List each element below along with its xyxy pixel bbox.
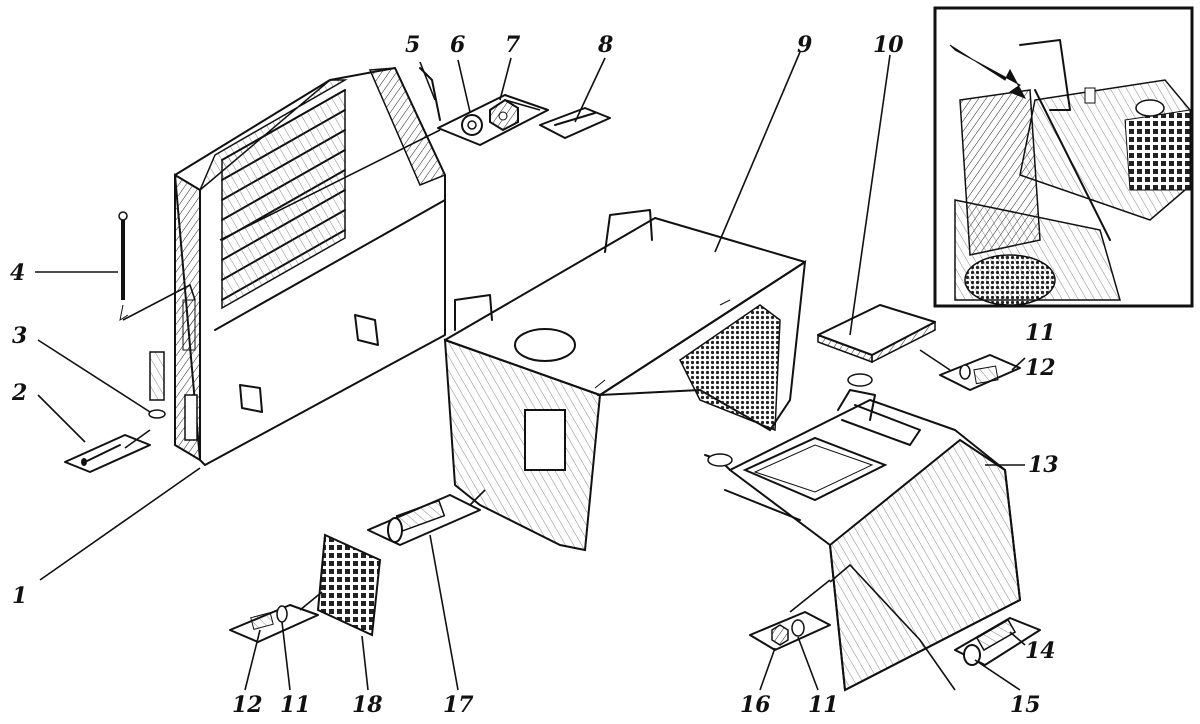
callout-8: 8	[597, 32, 613, 58]
callout-9: 9	[797, 32, 812, 58]
callout-17: 17	[443, 692, 474, 718]
callout-11-a: 11	[1025, 320, 1056, 346]
cotter-pin-card	[64, 434, 151, 473]
hook-rod-part	[419, 67, 441, 121]
grille-louvers	[221, 88, 346, 310]
pin-card	[539, 107, 611, 139]
callout-13: 13	[1028, 452, 1059, 478]
callout-numbers: 1 2 3 4 5 6 7 8 9 10 11 12 13 14 15 11 1…	[10, 32, 1059, 718]
callout-18: 18	[352, 692, 383, 718]
bolt-washer-card-left	[229, 604, 319, 643]
callout-16: 16	[740, 692, 771, 718]
callout-14: 14	[1025, 638, 1056, 664]
callout-4: 4	[10, 260, 25, 286]
callout-6: 6	[450, 32, 465, 58]
location-inset-view	[933, 6, 1194, 308]
mesh-grille-part	[316, 533, 382, 637]
side-cover-part	[704, 373, 1022, 692]
callout-12-b: 12	[232, 692, 263, 718]
callout-3: 3	[12, 323, 27, 349]
leader-lines	[35, 51, 1026, 691]
callout-11-c: 11	[280, 692, 311, 718]
callout-2: 2	[11, 380, 27, 406]
callout-12-a: 12	[1025, 355, 1056, 381]
callout-15: 15	[1010, 692, 1041, 718]
callout-7: 7	[505, 32, 521, 58]
callout-11-b: 11	[808, 692, 839, 718]
washer-nut-card	[437, 94, 549, 146]
engine-hood-part	[443, 209, 807, 552]
nut-washer-card	[749, 611, 831, 651]
filter-pad-part	[817, 304, 936, 364]
bolt-card-17	[367, 494, 481, 546]
arrow-pointer-icon	[949, 44, 1027, 99]
long-pin-part	[118, 211, 129, 322]
callout-1: 1	[12, 583, 27, 609]
grille-frame-part	[174, 67, 447, 466]
callout-5: 5	[405, 32, 420, 58]
callout-10: 10	[873, 32, 904, 58]
washer-bushing-part	[148, 351, 166, 419]
bolt-washer-card-right	[939, 354, 1021, 391]
